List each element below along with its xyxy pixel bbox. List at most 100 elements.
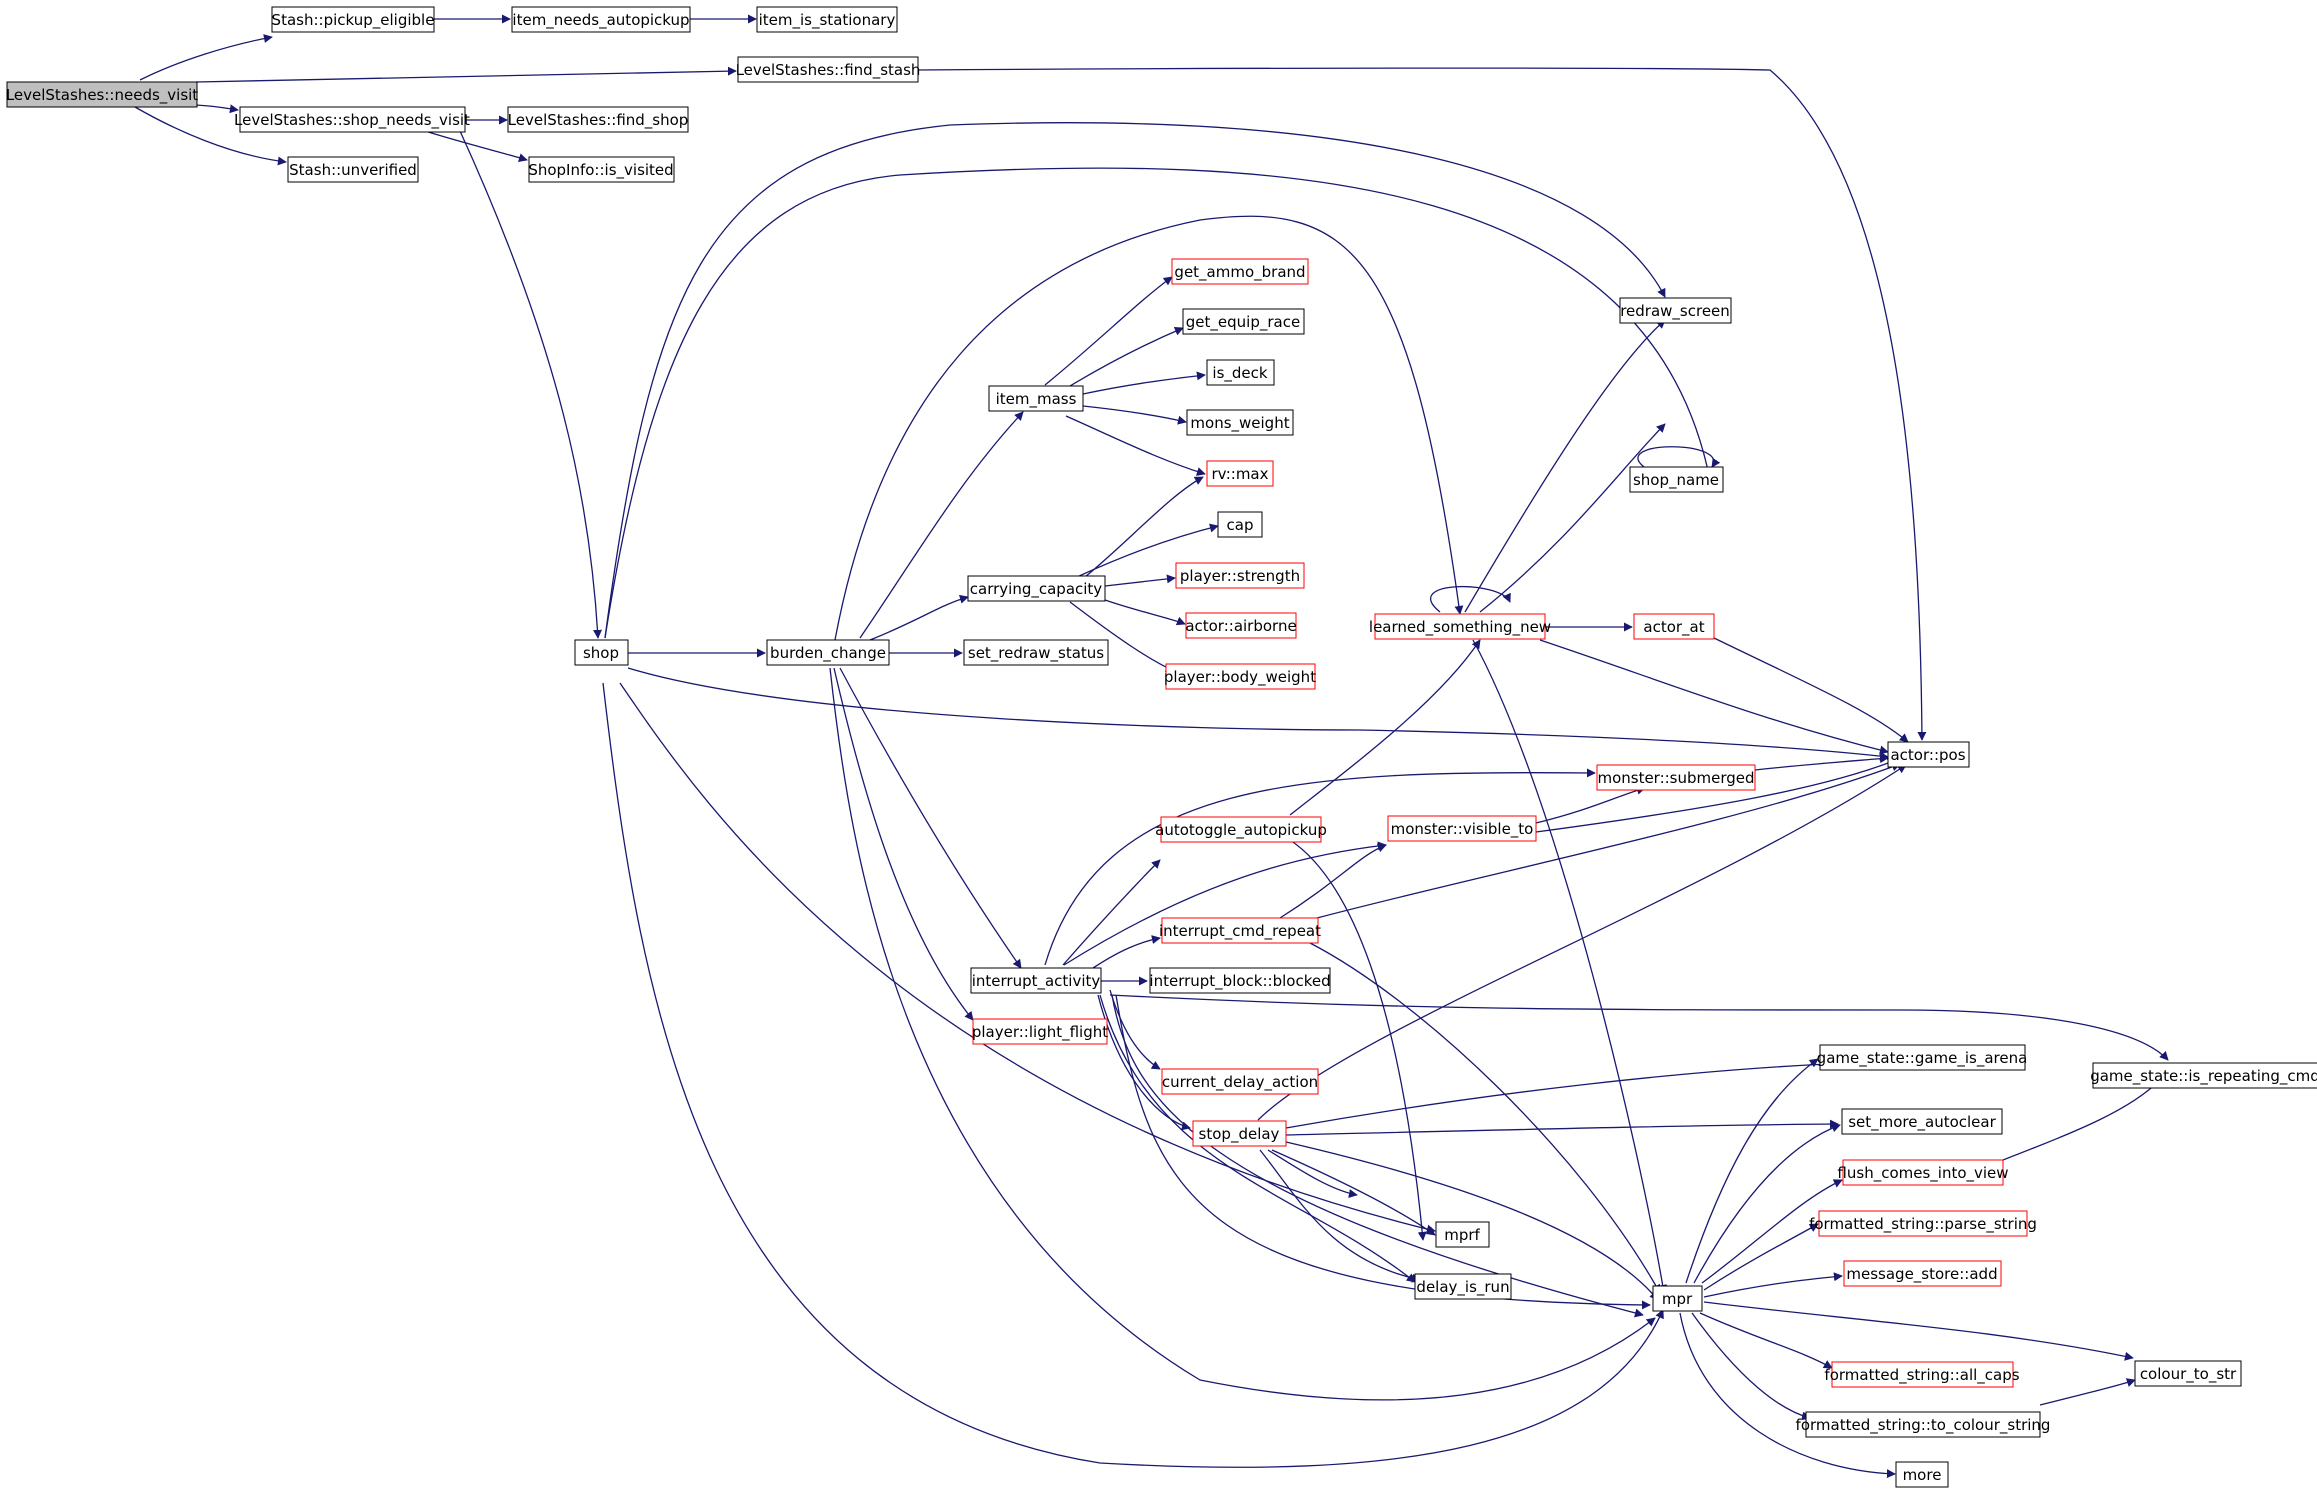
graph-node[interactable]: stop_delay	[1192, 1120, 1287, 1147]
graph-node[interactable]: item_is_stationary	[756, 6, 898, 33]
graph-node[interactable]: is_deck	[1206, 359, 1275, 386]
graph-node[interactable]: cap	[1217, 511, 1263, 538]
graph-node[interactable]: player::light_flight	[972, 1018, 1108, 1045]
graph-node[interactable]: formatted_string::all_caps	[1824, 1361, 2020, 1388]
edge	[839, 667, 1022, 969]
graph-node[interactable]: player::strength	[1175, 562, 1305, 589]
graph-node[interactable]: LevelStashes::needs_visit	[6, 81, 198, 108]
node-label: interrupt_block::blocked	[1149, 972, 1330, 991]
graph-node[interactable]: current_delay_action	[1161, 1068, 1319, 1095]
graph-node[interactable]: interrupt_activity	[970, 967, 1102, 994]
node-label: player::light_flight	[972, 1023, 1108, 1042]
node-label: player::body_weight	[1164, 668, 1316, 687]
edge	[917, 67, 1927, 741]
graph-node[interactable]: shop_name	[1629, 466, 1724, 493]
edge	[833, 667, 974, 1021]
graph-node[interactable]: set_redraw_status	[963, 639, 1109, 666]
node-label: get_equip_race	[1186, 313, 1300, 332]
graph-node[interactable]: monster::submerged	[1596, 764, 1756, 791]
graph-node[interactable]: burden_change	[766, 639, 890, 666]
edge	[1679, 1312, 1896, 1479]
node-label: game_state::game_is_arena	[1817, 1049, 2028, 1068]
graph-node[interactable]: flush_comes_into_view	[1837, 1159, 2009, 1186]
graph-node[interactable]: LevelStashes::find_shop	[507, 106, 689, 133]
node-label: actor_at	[1643, 618, 1704, 637]
graph-node[interactable]: LevelStashes::shop_needs_visit	[234, 106, 470, 133]
edge	[1685, 1058, 1819, 1284]
graph-node[interactable]: game_state::is_repeating_cmd	[2090, 1062, 2317, 1089]
node-label: item_mass	[996, 390, 1077, 409]
edge	[1535, 785, 1646, 824]
graph-node[interactable]: monster::visible_to	[1387, 815, 1537, 842]
edge	[1271, 1149, 1436, 1236]
node-label: shop_name	[1633, 471, 1719, 490]
graph-node[interactable]: mprf	[1435, 1221, 1490, 1248]
graph-node[interactable]: actor::pos	[1887, 741, 1970, 768]
graph-node[interactable]: Stash::pickup_eligible	[271, 6, 435, 33]
graph-node[interactable]: item_needs_autopickup	[511, 6, 691, 33]
graph-node[interactable]: learned_something_new	[1369, 613, 1551, 640]
graph-node[interactable]: autotoggle_autopickup	[1155, 816, 1327, 843]
edge	[1693, 1123, 1841, 1284]
edge	[1699, 1312, 1833, 1369]
node-label: burden_change	[770, 644, 886, 663]
edge	[1044, 276, 1173, 386]
graph-node[interactable]: delay_is_run	[1414, 1273, 1512, 1300]
graph-node[interactable]: colour_to_str	[2134, 1360, 2242, 1387]
graph-node[interactable]: more	[1895, 1461, 1949, 1488]
edge	[1479, 423, 1666, 613]
graph-node[interactable]: game_state::game_is_arena	[1817, 1044, 2028, 1071]
node-label: is_deck	[1212, 364, 1267, 383]
edge	[1097, 994, 1191, 1131]
node-label: set_more_autoclear	[1848, 1113, 1996, 1132]
edge	[1084, 476, 1204, 578]
node-label: formatted_string::all_caps	[1824, 1366, 2019, 1385]
graph-node[interactable]: formatted_string::to_colour_string	[1796, 1411, 2051, 1438]
graph-node[interactable]: message_store::add	[1843, 1260, 2002, 1287]
node-label: ShopInfo::is_visited	[528, 161, 673, 180]
edge	[2002, 1079, 2161, 1161]
edge	[1637, 446, 1721, 468]
node-label: monster::submerged	[1597, 769, 1754, 787]
graph-node[interactable]: formatted_string::parse_string	[1809, 1210, 2037, 1237]
edge	[1104, 599, 1186, 626]
graph-node[interactable]: redraw_screen	[1619, 297, 1732, 324]
node-label: redraw_screen	[1620, 302, 1730, 321]
edge	[1285, 1119, 1839, 1136]
graph-node[interactable]: interrupt_cmd_repeat	[1159, 917, 1321, 944]
graph-node[interactable]: carrying_capacity	[967, 575, 1106, 602]
graph-node[interactable]: ShopInfo::is_visited	[528, 156, 675, 183]
graph-node[interactable]: actor_at	[1633, 613, 1715, 640]
node-label: game_state::is_repeating_cmd	[2090, 1067, 2317, 1086]
edge	[1063, 841, 1387, 966]
edge	[859, 411, 1024, 639]
graph-node[interactable]: rv::max	[1206, 460, 1274, 487]
graph-node[interactable]: mons_weight	[1186, 409, 1294, 436]
edge	[1279, 843, 1387, 919]
graph-node[interactable]: set_more_autoclear	[1841, 1108, 2003, 1135]
graph-node[interactable]: get_ammo_brand	[1171, 258, 1309, 285]
graph-node[interactable]: item_mass	[988, 385, 1084, 412]
node-label: flush_comes_into_view	[1837, 1164, 2008, 1183]
edge	[1076, 523, 1219, 578]
graph-node[interactable]: interrupt_block::blocked	[1149, 967, 1331, 994]
node-label: Stash::pickup_eligible	[272, 11, 435, 30]
node-label: LevelStashes::shop_needs_visit	[234, 111, 470, 130]
edge	[1082, 371, 1206, 395]
edge	[424, 130, 528, 163]
graph-node[interactable]: mpr	[1652, 1285, 1703, 1312]
edge	[1289, 839, 1427, 1241]
edge	[1285, 1059, 1829, 1129]
node-label: interrupt_cmd_repeat	[1159, 922, 1321, 941]
graph-node[interactable]: actor::airborne	[1185, 612, 1297, 639]
edge	[1285, 1141, 1659, 1301]
node-label: LevelStashes::needs_visit	[6, 86, 198, 105]
graph-node[interactable]: LevelStashes::find_stash	[736, 56, 921, 83]
node-label: actor::airborne	[1185, 617, 1296, 635]
edges	[134, 14, 2169, 1479]
graph-node[interactable]: get_equip_race	[1182, 308, 1305, 335]
graph-node[interactable]: shop	[574, 639, 629, 666]
graph-node[interactable]: player::body_weight	[1164, 663, 1316, 690]
graph-node[interactable]: Stash::unverified	[287, 156, 419, 183]
